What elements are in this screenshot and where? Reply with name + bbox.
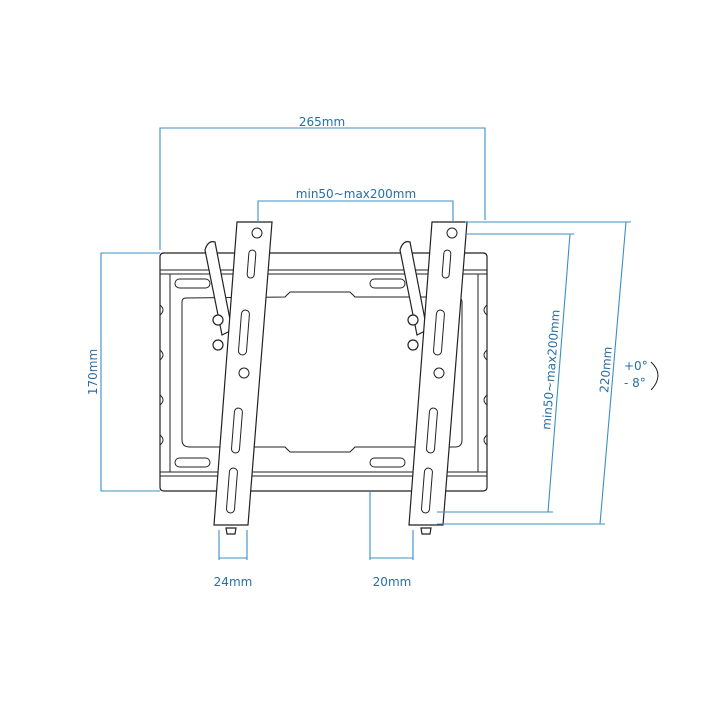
overall-height-label: 220mm [597,346,615,393]
tilt-range: +0° - 8° [624,359,659,391]
dimension-vesa-horizontal: min50~max200mm [257,187,454,222]
dimension-wall-distance: 20mm [369,492,414,589]
dimension-overall-height: 220mm [437,221,631,525]
dimension-plate-height: 170mm [86,252,160,492]
dimension-overall-width: 265mm [159,115,486,250]
vesa-horizontal-label: min50~max200mm [296,187,416,201]
left-tilt-arm [204,221,273,535]
right-tilt-arm [399,221,468,535]
tilt-max-label: +0° [624,359,648,373]
overall-width-label: 265mm [299,115,345,129]
plate-height-label: 170mm [86,349,100,395]
tilt-arc-icon [650,361,659,391]
wall-distance-label: 20mm [373,575,412,589]
arm-width-label: 24mm [214,575,253,589]
tilt-min-label: - 8° [624,376,646,390]
dimension-arm-width: 24mm [214,530,253,589]
